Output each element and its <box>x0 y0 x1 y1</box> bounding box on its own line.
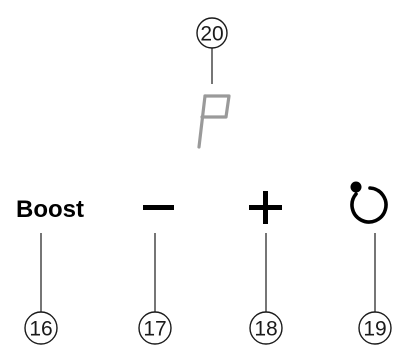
display-p-loop <box>200 94 231 119</box>
callout-16-circle <box>24 311 58 345</box>
callout-17-number: 17 <box>143 318 166 341</box>
callout-20-number: 20 <box>200 23 223 46</box>
minus-icon <box>143 205 174 210</box>
plus-button[interactable] <box>249 191 282 224</box>
callout-18-circle <box>249 311 283 345</box>
plus-icon <box>249 191 282 224</box>
display-symbol-p: P <box>197 94 231 149</box>
display-p-stem <box>197 94 207 149</box>
callout-16: 16 <box>24 311 58 345</box>
minus-button[interactable] <box>143 205 174 210</box>
boost-button[interactable]: Boost <box>16 196 84 223</box>
callout-17: 17 <box>138 311 172 345</box>
power-timer-icon <box>350 181 388 224</box>
power-timer-button[interactable] <box>350 181 388 224</box>
callout-19-number: 19 <box>363 318 386 341</box>
callout-18: 18 <box>249 311 283 345</box>
callout-19-circle <box>358 311 392 345</box>
callout-18-number: 18 <box>254 318 277 341</box>
boost-label: Boost <box>16 196 84 223</box>
callout-20: 20 <box>196 17 228 84</box>
callout-17-circle <box>138 311 172 345</box>
callout-19: 19 <box>358 311 392 345</box>
callout-16-number: 16 <box>29 318 52 341</box>
